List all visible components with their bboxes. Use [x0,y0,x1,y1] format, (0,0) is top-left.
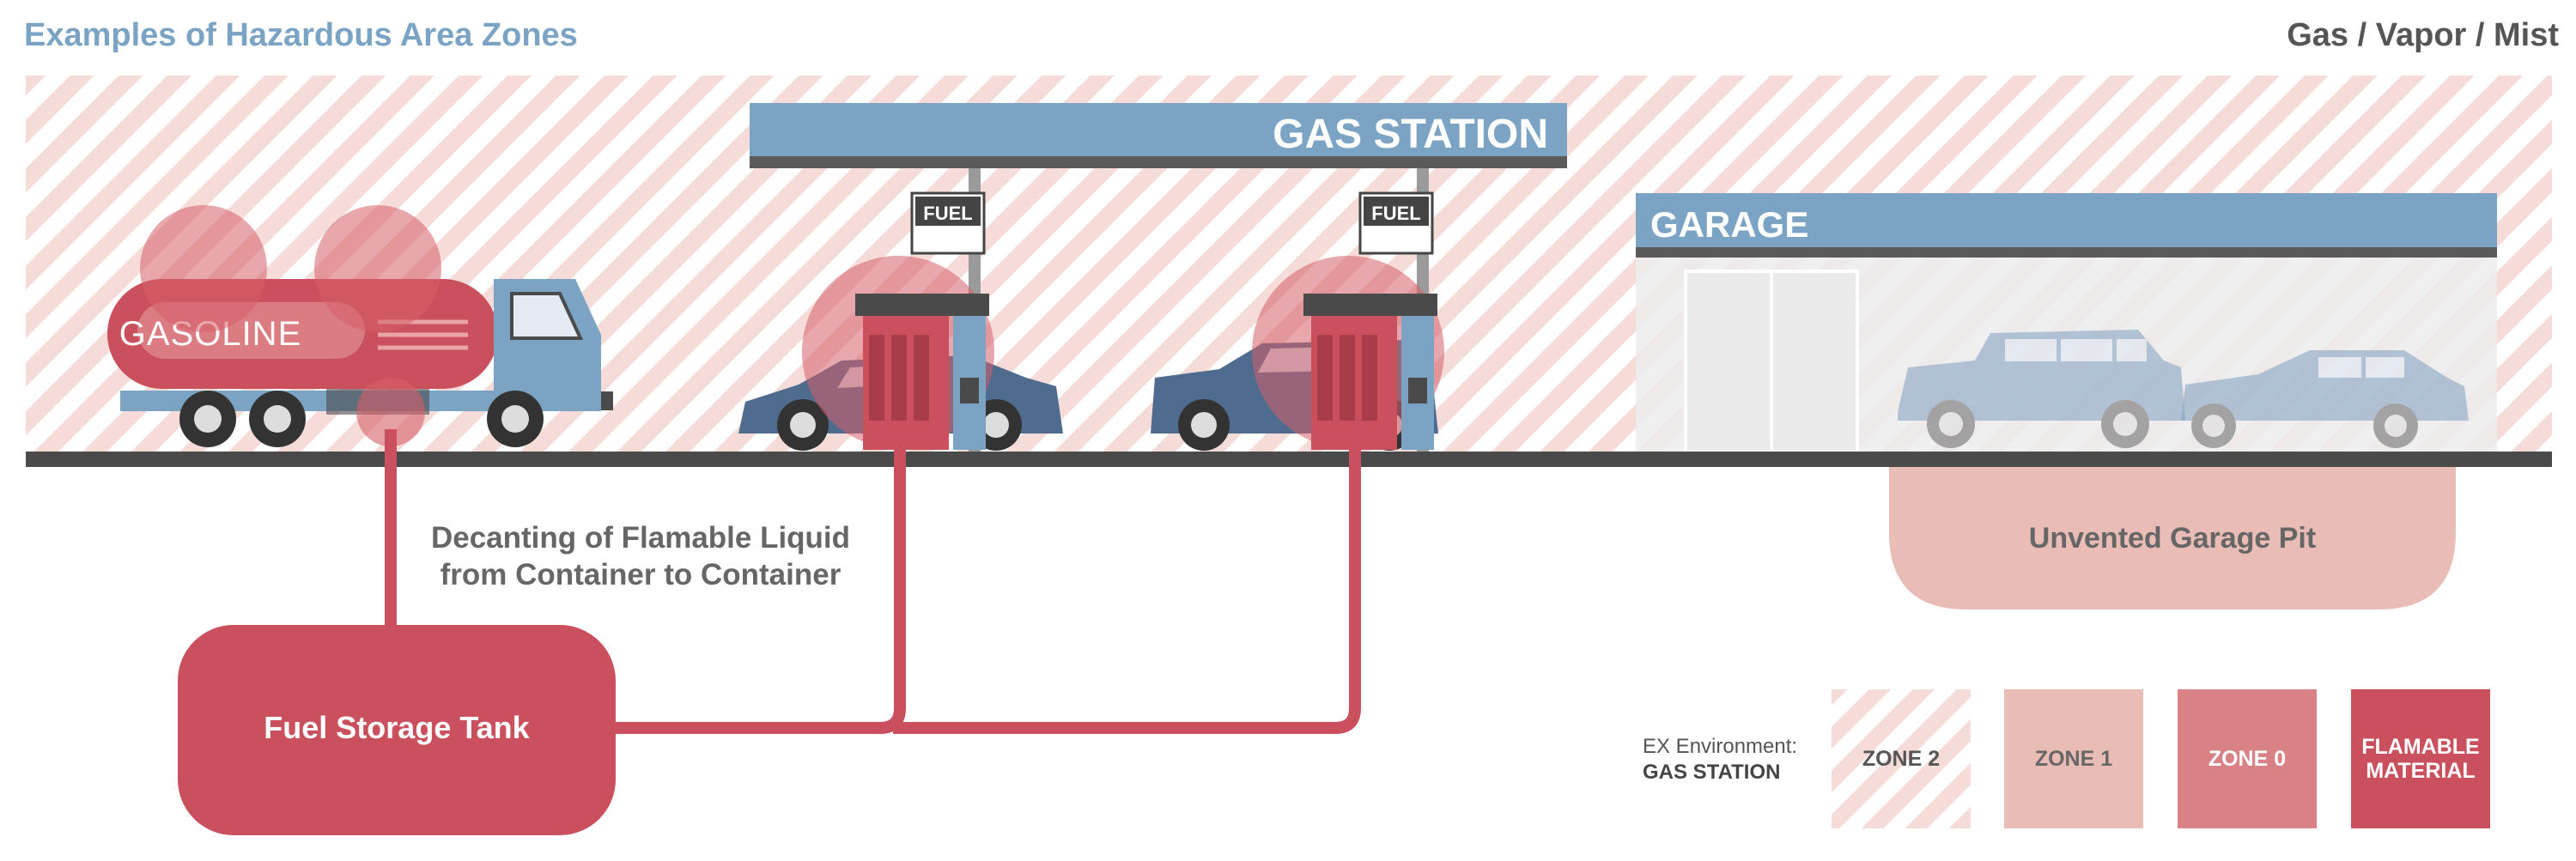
decanting-label-line1: Decanting of Flamable Liquid [431,521,850,555]
legend-zone2: ZONE 2 [1832,689,1971,828]
legend-zone0: ZONE 0 [2178,689,2317,828]
fuel-sign-text-2: FUEL [1371,203,1420,224]
garage-sign: GARAGE [1650,204,1808,245]
env-name: GAS STATION [1643,761,1781,784]
storage-tank-label: Fuel Storage Tank [264,710,530,745]
legend-zone1-label: ZONE 1 [2034,747,2113,771]
legend-zone0-label: ZONE 0 [2208,747,2287,771]
legend-zone1: ZONE 1 [2004,689,2143,828]
legend-flamable-material: FLAMABLE MATERIAL [2351,689,2490,828]
garage-building: GARAGE [1636,193,2497,453]
zone1-tanker-hatch-1 [140,205,267,332]
pit-label: Unvented Garage Pit [2029,522,2316,555]
garage-car-suv [1898,330,2185,448]
gas-station-sign: GAS STATION [1273,112,1548,157]
fuel-pump-2 [1303,294,1437,450]
garage-pit [1889,467,2456,609]
legend-flamable-line2: MATERIAL [2366,759,2476,783]
fuel-sign-1: FUEL [910,191,986,255]
garage-car-sedan [2181,350,2469,448]
zone1-tanker-hatch-2 [314,205,441,332]
decanting-label-line2: from Container to Container [440,558,841,591]
legend-zone2-label: ZONE 2 [1862,747,1941,771]
ground-line [26,452,2552,467]
legend-flamable-line1: FLAMABLE [2361,735,2480,759]
gas-station-canopy: GAS STATION [750,103,1567,452]
page-title: Examples of Hazardous Area Zones [24,17,578,53]
legend-environment-label: EX Environment: GAS STATION [1643,734,1797,785]
env-prefix: EX Environment: [1643,735,1798,758]
fuel-pump-1 [855,294,989,450]
fuel-pipes [385,429,1361,734]
fuel-sign-text-1: FUEL [923,203,972,224]
fuel-storage-tank [178,625,616,835]
fuel-sign-2: FUEL [1358,191,1434,255]
page-subtitle: Gas / Vapor / Mist [2287,17,2559,53]
zone1-tanker-valve [356,378,425,446]
